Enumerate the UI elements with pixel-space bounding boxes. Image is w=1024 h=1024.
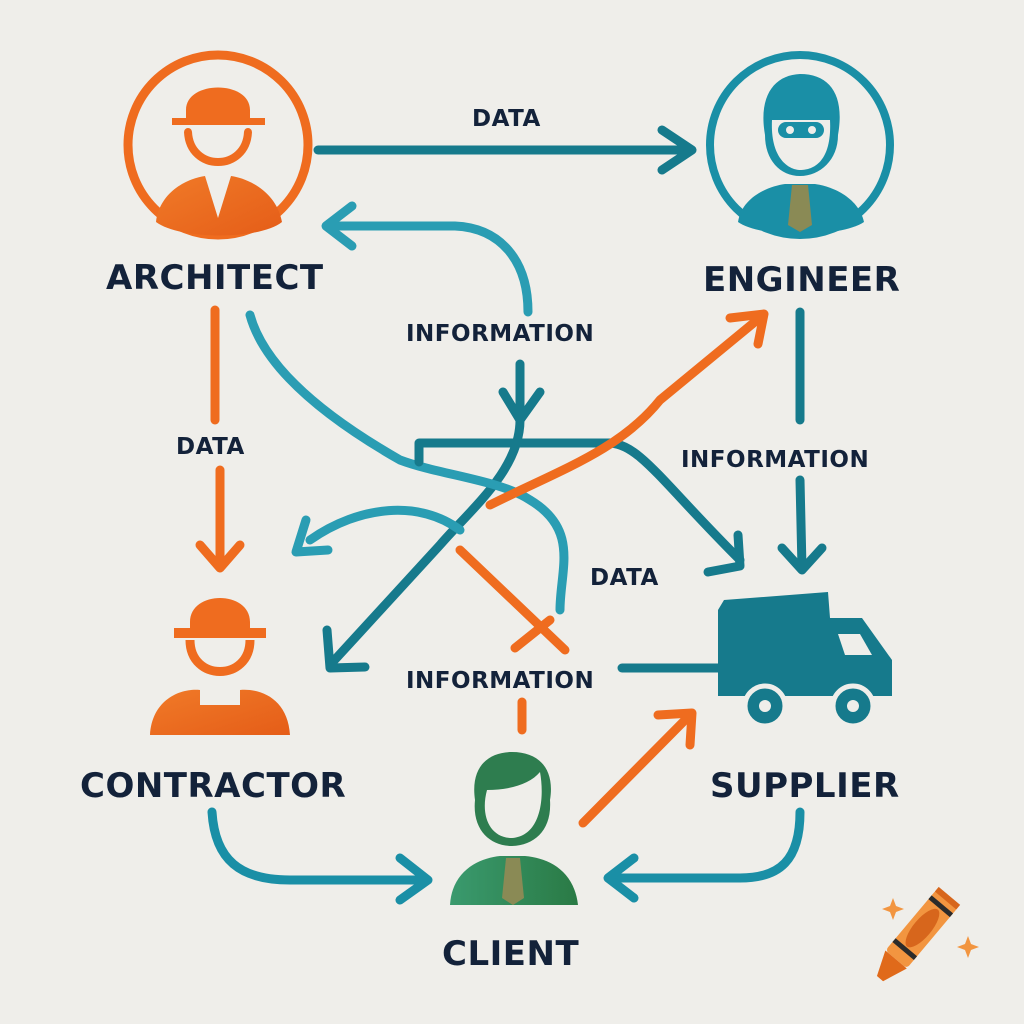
flow-label-architect-contractor: DATA — [176, 434, 245, 460]
arrow-orange-to-engineer — [485, 309, 769, 510]
node-label-engineer: ENGINEER — [703, 260, 901, 300]
sparkle-icon — [882, 898, 904, 920]
arrow-client-to-supplier — [578, 708, 697, 828]
arrow-supplier-to-client — [603, 807, 805, 903]
hard-hat-worker-icon — [150, 598, 290, 735]
arrow-architect-to-supplier — [245, 310, 569, 615]
node-label-contractor: CONTRACTOR — [80, 766, 347, 806]
arrow-architect-to-contractor — [195, 305, 245, 573]
arrow-engineer-to-supplier — [777, 307, 827, 575]
hard-hat-person-circle-icon — [123, 50, 313, 240]
arrow-information-to-architect — [321, 201, 533, 317]
arrow-architect-to-engineer — [313, 125, 697, 175]
flow-label-engineer-supplier: INFORMATION — [681, 447, 870, 473]
flow-label-center-bottom: INFORMATION — [406, 668, 595, 694]
node-label-supplier: SUPPLIER — [710, 766, 900, 806]
arrow-curve-to-contractor — [291, 505, 465, 557]
glasses-person-circle-icon — [706, 51, 894, 239]
crayon-sparkle-icon — [876, 886, 961, 982]
businessman-icon — [450, 752, 578, 905]
arrow-contractor-to-client — [207, 807, 433, 905]
flow-label-center-right: DATA — [590, 565, 659, 591]
flow-label-architect-engineer: DATA — [472, 106, 541, 132]
node-label-architect: ARCHITECT — [106, 258, 324, 298]
sparkle-icon — [957, 936, 979, 958]
arrow-orange-cross — [455, 545, 570, 655]
delivery-truck-icon — [718, 592, 892, 729]
flow-label-center-top: INFORMATION — [406, 321, 595, 347]
node-label-client: CLIENT — [442, 934, 580, 974]
